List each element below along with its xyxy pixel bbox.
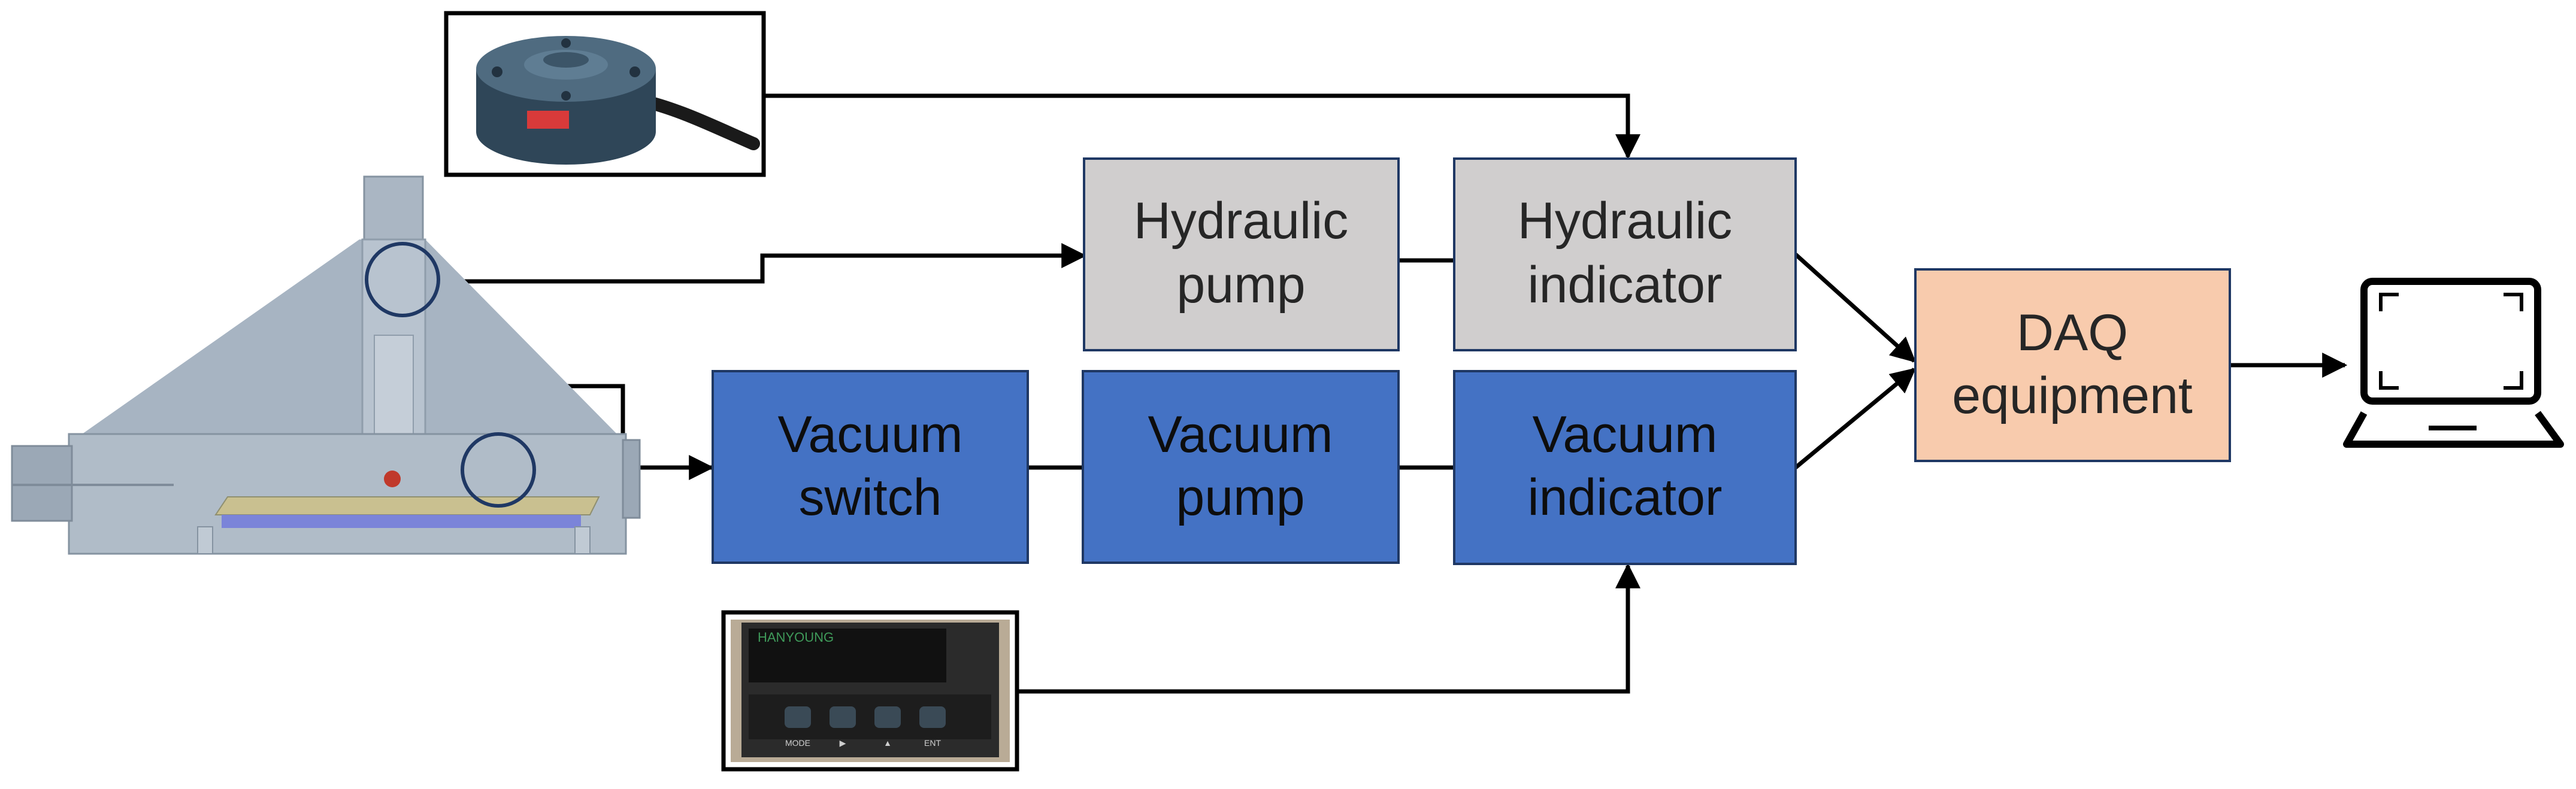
meter-button-shift (830, 706, 856, 728)
daq-label-line1: DAQ (2017, 304, 2128, 362)
meter-button-label: ▶ (840, 738, 846, 748)
load-cell-icon (444, 11, 766, 177)
vacuum-indicator-to-daq-arrow (1794, 368, 1917, 469)
vacuum-indicator-label-line2: indicator (1527, 469, 1722, 526)
meter-button-enter (919, 706, 946, 728)
svg-text:HANYOUNG: HANYOUNG (758, 630, 834, 645)
hydraulic-sensor-callout-circle (365, 242, 440, 317)
hydraulic-pump-label-line2: pump (1176, 256, 1305, 314)
meter-button-label: ▲ (883, 738, 892, 748)
vacuum-indicator-block: Vacuum indicator (1453, 370, 1797, 565)
loadcell-to-hydraulic-indicator-arrow (764, 93, 1640, 160)
meter-buttons: MODE ▶ ▲ ENT (785, 706, 946, 748)
digital-meter-icon: HANYOUNG MODE ▶ ▲ ENT (721, 610, 1019, 772)
vacuum-pump-label-line2: pump (1176, 469, 1304, 526)
vacuum-pump-label-line1: Vacuum (1148, 406, 1333, 463)
vacuum-indicator-label-line1: Vacuum (1532, 406, 1717, 463)
test-machine-icon (11, 175, 641, 555)
machine-to-hydraulic-pump-arrow (437, 243, 1087, 284)
hydraulic-indicator-block: Hydraulic indicator (1453, 157, 1797, 351)
vacuum-sensor-callout-circle (461, 432, 536, 508)
daq-equipment-block: DAQ equipment (1914, 268, 2231, 462)
hydraulic-pump-block: Hydraulic pump (1083, 157, 1400, 351)
meter-button-label: ENT (924, 738, 941, 748)
hydraulic-indicator-label-line2: indicator (1527, 256, 1722, 314)
vacuum-switch-block: Vacuum switch (712, 370, 1029, 564)
vacuum-switch-label-line2: switch (799, 469, 942, 526)
meter-to-vacuum-indicator-arrow (1018, 563, 1640, 694)
laptop-icon (2343, 278, 2564, 448)
vacuum-pump-block: Vacuum pump (1082, 370, 1400, 564)
hydraulic-indicator-to-daq-arrow (1794, 253, 1917, 363)
hydraulic-indicator-label-line1: Hydraulic (1518, 192, 1732, 250)
meter-button-mode (785, 706, 811, 728)
vacuum-switch-label-line1: Vacuum (777, 406, 962, 463)
daq-label-line2: equipment (1952, 367, 2193, 424)
hydraulic-pump-label-line1: Hydraulic (1134, 192, 1348, 250)
meter-button-up (874, 706, 901, 728)
meter-button-label: MODE (785, 738, 810, 748)
laptop-screen (2360, 278, 2541, 405)
